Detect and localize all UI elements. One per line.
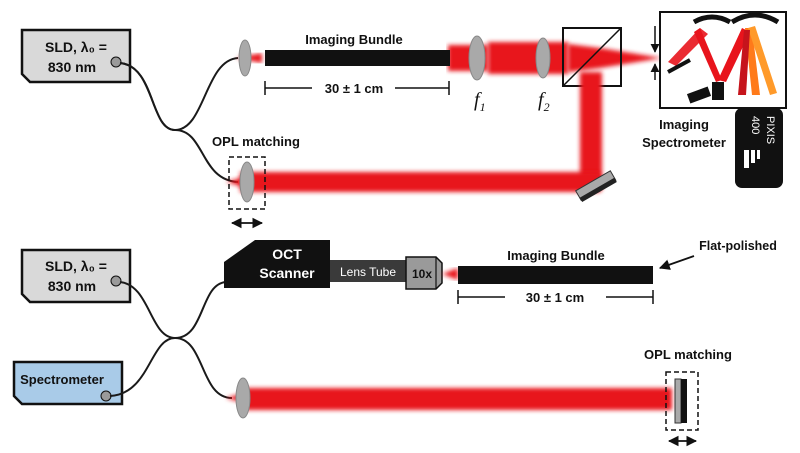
top-spectrometer-label-line1: Imaging [659, 117, 709, 132]
top-f2-label: f2 [538, 89, 550, 114]
bottom-imaging-bundle [458, 266, 653, 284]
top-pixis-camera: PIXIS 400 [735, 108, 783, 188]
bottom-sld-label-line1: SLD, λ₀ = [45, 258, 107, 274]
bottom-scanner-label-line1: OCT [272, 246, 302, 262]
bottom-bundle-length-bracket [457, 290, 654, 304]
top-bundle-label: Imaging Bundle [305, 32, 403, 47]
bottom-collimating-lens [235, 377, 251, 419]
top-lens-f1 [468, 35, 486, 81]
bottom-opl-dashed-box [665, 371, 699, 431]
bottom-opl-label: OPL matching [644, 347, 732, 362]
top-camera-brand: PIXIS [764, 116, 776, 144]
top-fiber-coupler [119, 57, 239, 183]
bottom-spectrometer-box: Spectrometer [12, 360, 124, 406]
top-opl-label: OPL matching [212, 134, 300, 149]
top-sld-source-box: SLD, λ₀ = 830 nm [20, 28, 132, 84]
bottom-objective-10x: 10x [405, 256, 443, 290]
bottom-spectrometer-port [100, 390, 112, 402]
top-camera-model: 400 [749, 116, 761, 134]
bottom-lens-tube-label: Lens Tube [340, 265, 396, 279]
bottom-objective-label: 10x [412, 267, 432, 281]
top-sld-label-line1: SLD, λ₀ = [45, 39, 107, 55]
bottom-fiber-coupler [109, 281, 233, 399]
top-f1-label: f1 [474, 89, 486, 114]
bottom-scanner-label-line2: Scanner [259, 265, 315, 281]
top-reference-mirror [574, 170, 617, 203]
top-sld-port [110, 56, 122, 68]
top-opl-dashed-box [228, 156, 266, 210]
top-sld-label-line2: 830 nm [48, 59, 96, 75]
bottom-sld-port [110, 275, 122, 287]
top-spectrometer-label-line2: Spectrometer [642, 135, 726, 150]
bottom-spectrometer-label: Spectrometer [20, 372, 104, 387]
bottom-flat-polished-arrow [658, 255, 695, 270]
bottom-beam-objective [442, 268, 458, 280]
top-lens-f2 [535, 37, 551, 79]
bottom-oct-scanner: OCT Scanner [224, 240, 330, 288]
bottom-sld-source-box: SLD, λ₀ = 830 nm [20, 248, 132, 304]
top-bundle-length: 30 ± 1 cm [325, 81, 383, 96]
top-bundle-length-bracket [264, 81, 450, 95]
top-imaging-spectrometer-box [659, 11, 787, 109]
bottom-flat-polished-note: Flat-polished [699, 239, 777, 253]
top-beam-sample-arm [236, 42, 662, 74]
top-opl-lens [239, 161, 255, 203]
bottom-lens-tube [330, 260, 406, 282]
top-imaging-bundle [265, 50, 450, 66]
bottom-beam-reference-arm [226, 388, 672, 410]
top-beam-reference-arm [226, 72, 602, 192]
bottom-bundle-label: Imaging Bundle [507, 248, 605, 263]
top-coupling-lens [238, 39, 252, 77]
bottom-bundle-length: 30 ± 1 cm [526, 290, 584, 305]
bottom-sld-label-line2: 830 nm [48, 278, 96, 294]
bottom-reference-mirror [674, 378, 687, 424]
